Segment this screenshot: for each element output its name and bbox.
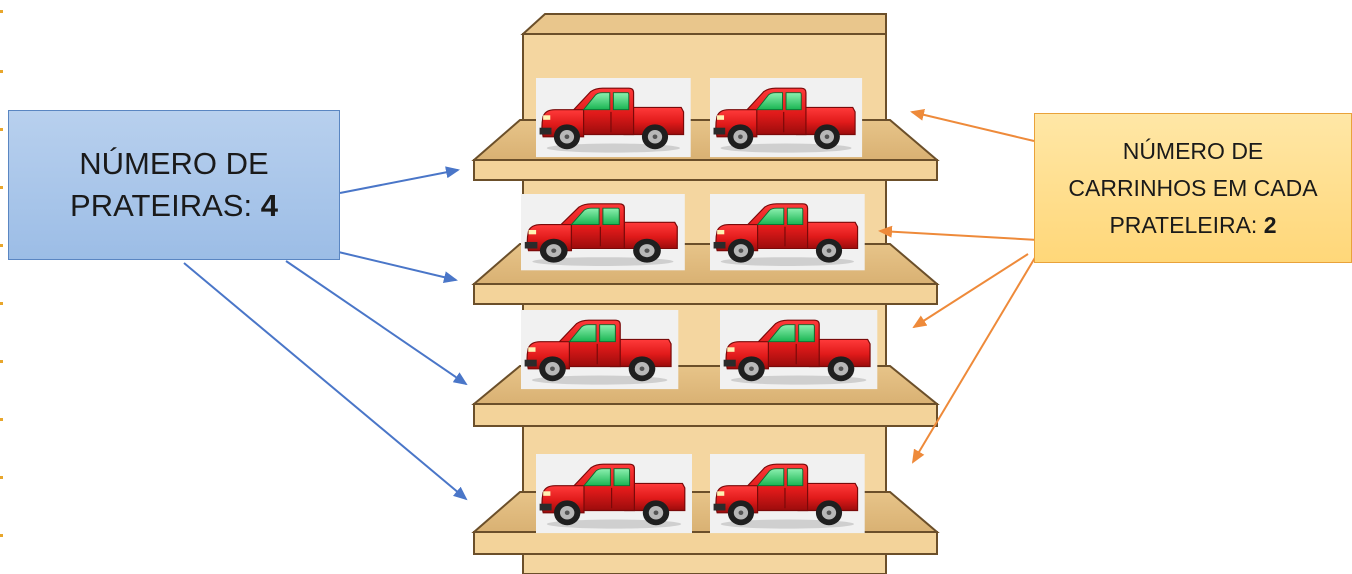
shelf-arrow-3 bbox=[285, 260, 468, 386]
cars-arrow-1 bbox=[910, 108, 1035, 142]
shelves-count-value: 4 bbox=[260, 188, 278, 223]
page-margin-mark bbox=[0, 302, 3, 305]
page-margin-mark bbox=[0, 70, 3, 73]
page-margin-mark bbox=[0, 360, 3, 363]
cars-per-shelf-text: NÚMERO DE CARRINHOS EM CADA PRATELEIRA: … bbox=[1068, 133, 1317, 244]
shelf-top-cap bbox=[520, 13, 887, 35]
cars-per-shelf-line1: NÚMERO DE bbox=[1122, 137, 1264, 164]
shelf-arrow-1 bbox=[339, 166, 460, 194]
shelves-arrows bbox=[183, 166, 468, 501]
cars-per-shelf-box: NÚMERO DE CARRINHOS EM CADA PRATELEIRA: … bbox=[1034, 113, 1352, 263]
cars-per-shelf-line2: CARRINHOS EM CADA bbox=[1068, 174, 1318, 201]
page-margin-mark bbox=[0, 418, 3, 421]
car-shelf3-right bbox=[719, 309, 878, 390]
car-shelf4-left bbox=[535, 453, 693, 534]
cars-arrow-3 bbox=[912, 253, 1029, 329]
shelves-count-text: NÚMERO DE PRATEIRAS: 4 bbox=[70, 143, 278, 227]
shelves-count-box: NÚMERO DE PRATEIRAS: 4 bbox=[8, 110, 340, 260]
car-shelf1-right bbox=[709, 77, 863, 158]
page-margin-mark bbox=[0, 10, 3, 13]
car-shelf1-left bbox=[535, 77, 692, 158]
page-margin-mark bbox=[0, 244, 3, 247]
page-margin-mark bbox=[0, 186, 3, 189]
shelf-arrow-4 bbox=[183, 262, 468, 501]
car-shelf3-left bbox=[520, 309, 679, 390]
car-shelf2-left bbox=[520, 193, 686, 271]
shelves-count-line2: PRATEIRAS: 4 bbox=[70, 185, 278, 227]
page-margin-mark bbox=[0, 476, 3, 479]
cars-per-shelf-line3: PRATELEIRA: 2 bbox=[1068, 207, 1317, 244]
page-margin-mark bbox=[0, 128, 3, 131]
shelf-arrow-2 bbox=[329, 249, 458, 284]
page-margin-mark bbox=[0, 534, 3, 537]
cars-per-shelf-arrows bbox=[878, 108, 1039, 464]
cars-arrow-2 bbox=[878, 225, 1039, 241]
shelves-count-line1: NÚMERO DE bbox=[79, 146, 269, 181]
cars-per-shelf-value: 2 bbox=[1263, 211, 1277, 238]
car-shelf2-right bbox=[709, 193, 866, 271]
cars-per-shelf-prefix: PRATELEIRA: bbox=[1109, 211, 1264, 238]
shelves-count-prefix: PRATEIRAS: bbox=[70, 188, 261, 223]
cars-arrow-4 bbox=[911, 255, 1037, 464]
car-shelf4-right bbox=[709, 453, 866, 534]
